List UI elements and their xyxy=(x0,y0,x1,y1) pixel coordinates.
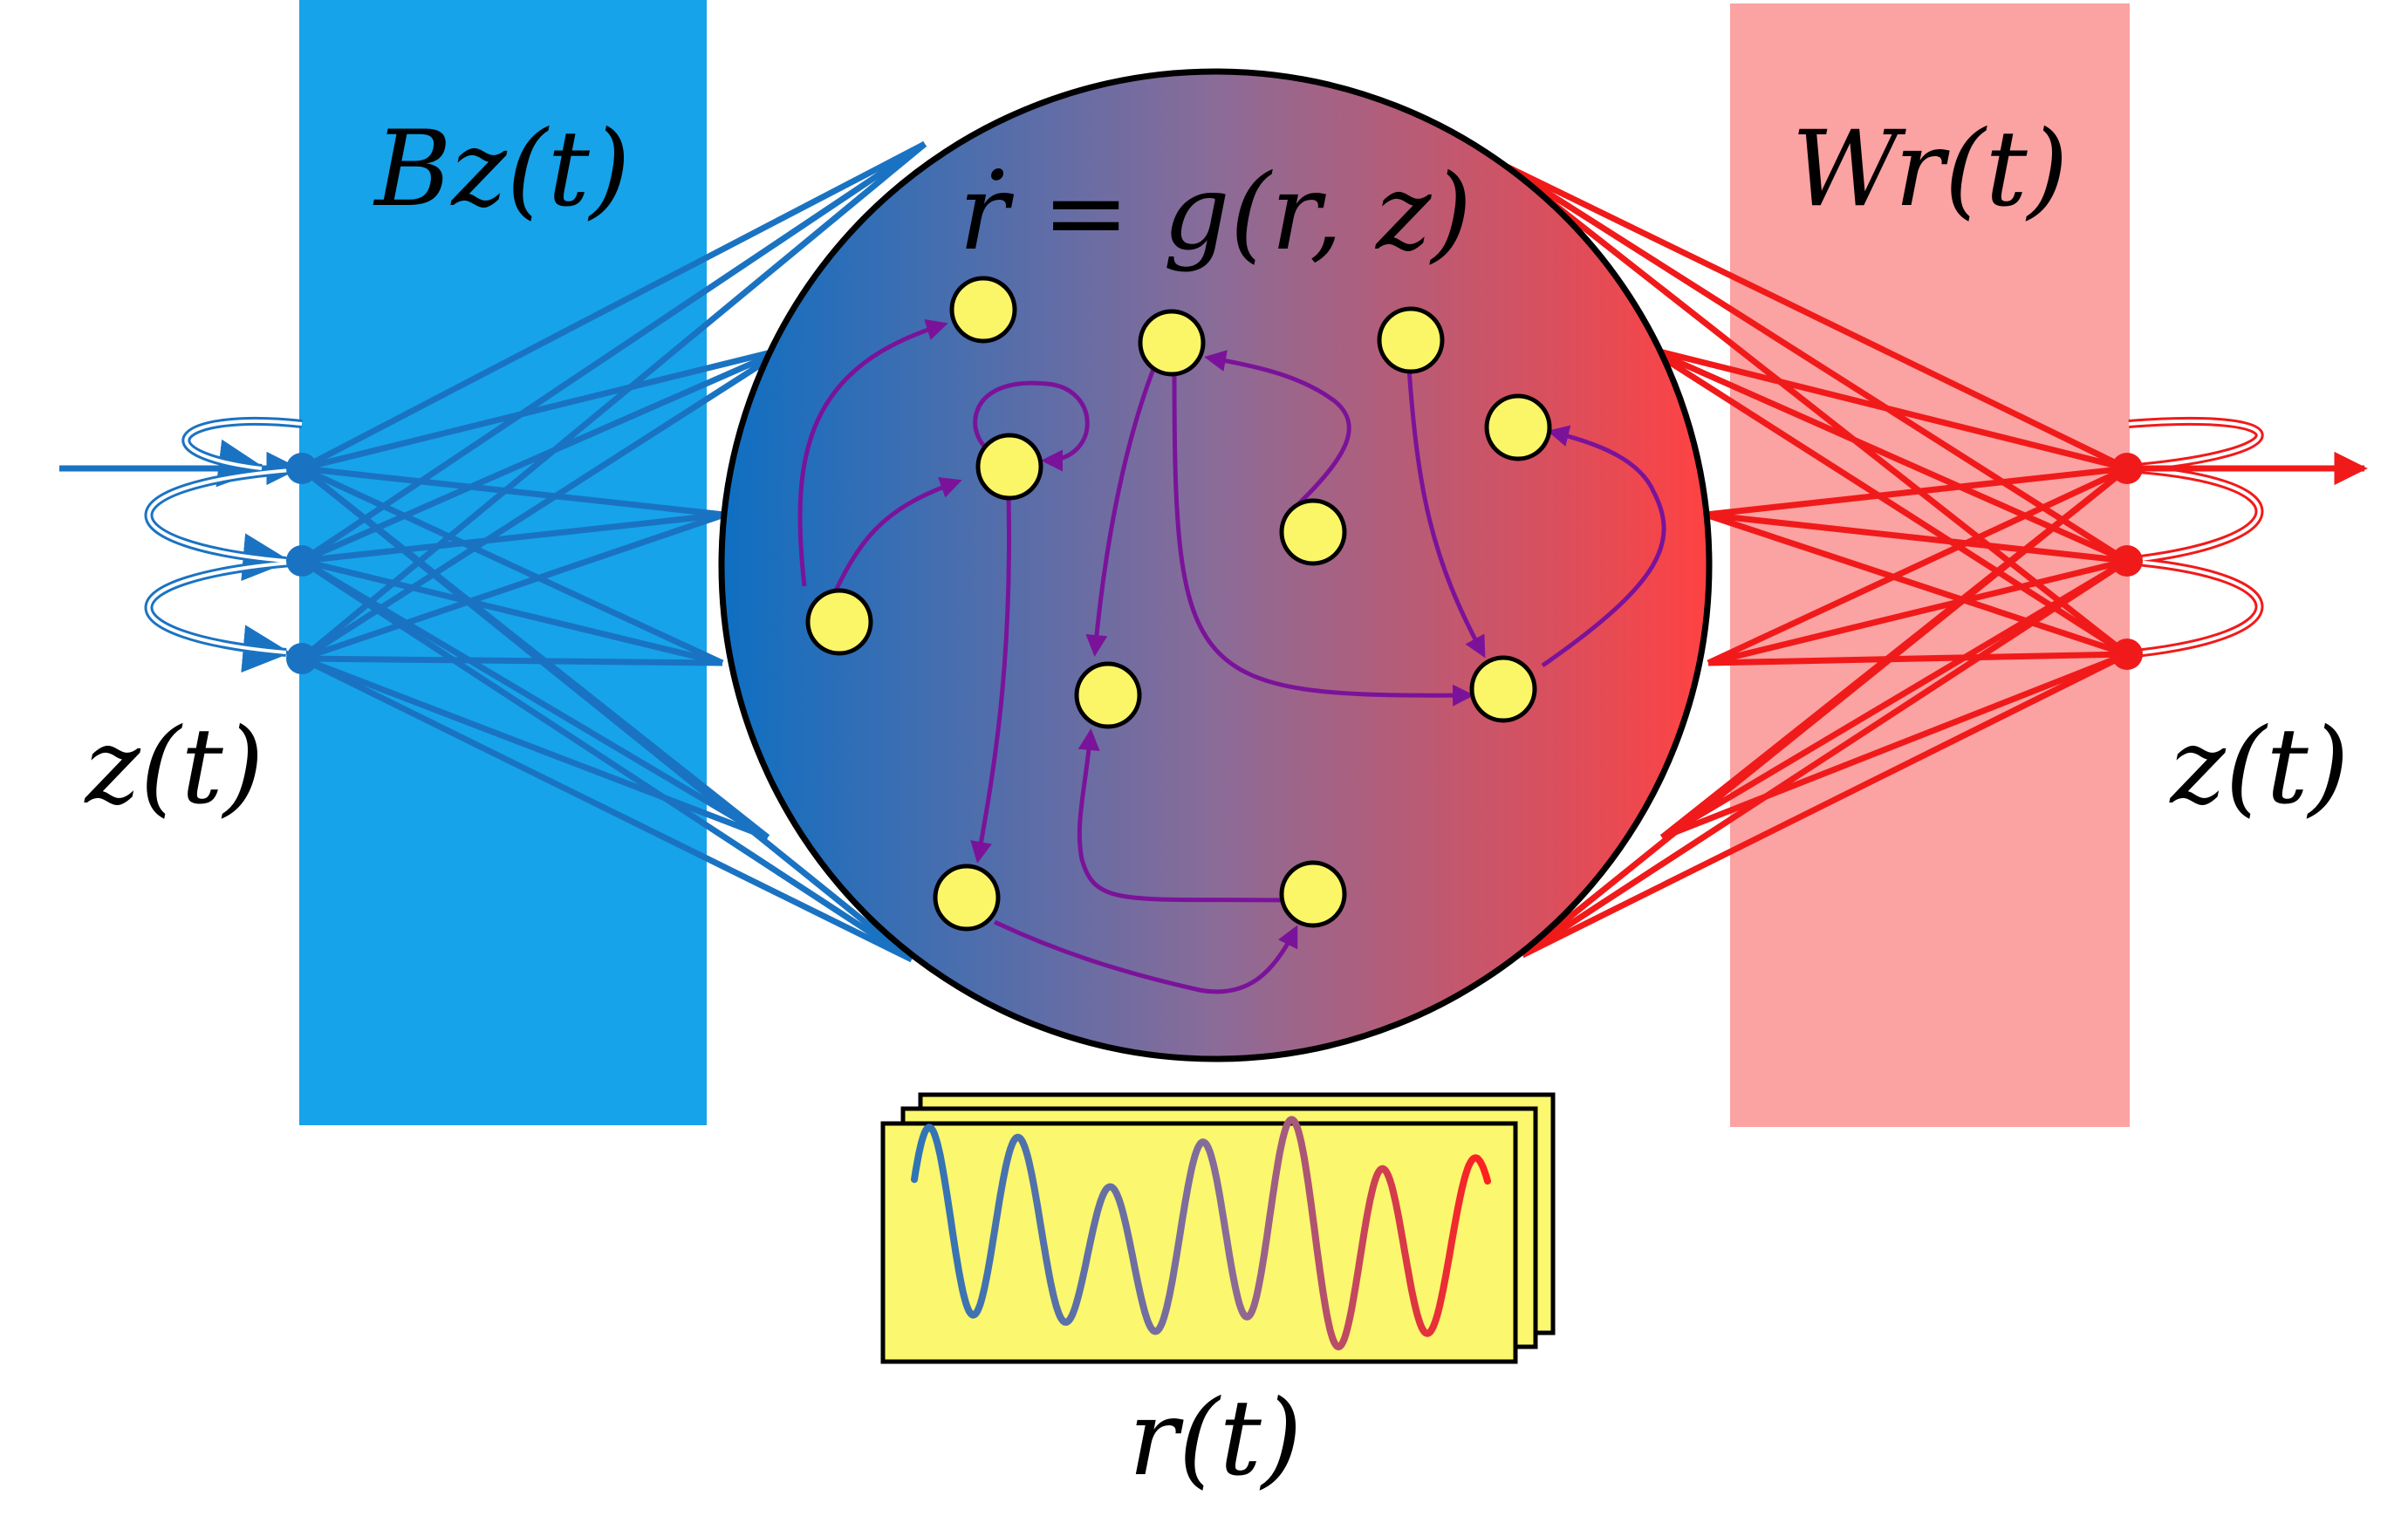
weight-line xyxy=(300,465,724,666)
weight-line xyxy=(1707,557,2128,666)
output-node xyxy=(2111,453,2143,484)
input-weight-lines xyxy=(299,140,927,963)
weight-line xyxy=(300,655,770,841)
weight-line xyxy=(301,345,786,472)
input-feedback-loops-inner xyxy=(147,419,303,654)
weight-line xyxy=(1503,163,2129,563)
input-signal-label: z(t) xyxy=(83,707,263,828)
output-nodes xyxy=(2111,453,2143,670)
recurrent-edge xyxy=(1406,368,1486,659)
input-projection-label: Bz(t) xyxy=(373,109,630,230)
output-node xyxy=(2111,639,2143,670)
weight-line xyxy=(301,655,723,666)
recurrent-edge xyxy=(833,476,962,592)
weight-line xyxy=(1704,511,2129,658)
recurrent-edge xyxy=(993,919,1298,994)
reservoir-node xyxy=(1074,661,1142,729)
output-signal-label: z(t) xyxy=(2168,707,2349,828)
reservoir-nodes xyxy=(805,276,1552,932)
weight-line xyxy=(1705,511,2128,564)
recurrent-edge xyxy=(1541,425,1666,668)
output-band xyxy=(1730,3,2130,1127)
weight-line xyxy=(1707,465,2129,666)
reservoir-node xyxy=(949,276,1017,344)
weight-line xyxy=(300,345,787,564)
recurrent-edge xyxy=(1204,350,1351,506)
weight-line xyxy=(1707,651,2128,666)
input-nodes xyxy=(286,453,318,674)
weight-line xyxy=(300,558,913,962)
recurrent-edges xyxy=(797,318,1666,994)
weight-line xyxy=(301,465,725,518)
reservoir-state-label: r(t) xyxy=(1128,1378,1302,1499)
output-projection-label: Wr(t) xyxy=(1791,109,2068,230)
weight-line xyxy=(300,346,787,661)
weight-line xyxy=(300,140,927,472)
recurrent-edge xyxy=(1172,368,1474,707)
weight-line xyxy=(1647,345,2129,564)
weight-line xyxy=(301,557,723,666)
weight-line xyxy=(1502,163,2130,657)
recurrent-edge xyxy=(970,496,1012,864)
weight-line xyxy=(1521,651,2129,959)
weight-line xyxy=(300,141,927,563)
reservoir-node xyxy=(975,433,1043,501)
reservoir-node xyxy=(1469,655,1537,723)
state-waveform xyxy=(911,1116,1491,1351)
recurrent-edge xyxy=(1077,728,1288,903)
recurrent-edge xyxy=(1085,368,1156,657)
weight-line xyxy=(299,141,927,661)
reservoir-node xyxy=(1484,393,1552,461)
reservoir-node xyxy=(1377,306,1445,374)
weight-line xyxy=(300,655,913,963)
reservoir-node xyxy=(805,588,873,656)
weight-line xyxy=(1503,162,2129,472)
reservoir-equation-label: ṙ = g(r, z) xyxy=(959,153,1472,274)
weight-line xyxy=(301,511,725,564)
weight-line xyxy=(1647,346,2129,657)
weight-line xyxy=(1660,651,2129,841)
output-node xyxy=(2111,545,2143,577)
output-weight-lines xyxy=(1502,162,2130,959)
input-node xyxy=(286,545,318,577)
reservoir-node xyxy=(1138,309,1206,377)
reservoir-node xyxy=(933,864,1001,932)
input-node xyxy=(286,453,318,484)
output-feedback-loops xyxy=(2126,416,2264,659)
recurrent-edge xyxy=(797,318,948,587)
recurrent-edge xyxy=(973,380,1090,472)
weight-line xyxy=(300,511,726,662)
reservoir-node xyxy=(1279,498,1347,566)
reservoir-state-panel xyxy=(880,1092,1556,1364)
reservoir-node xyxy=(1279,860,1347,928)
input-node xyxy=(286,643,318,674)
output-feedback-loops-inner xyxy=(2126,419,2261,656)
weight-line xyxy=(1521,558,2129,958)
